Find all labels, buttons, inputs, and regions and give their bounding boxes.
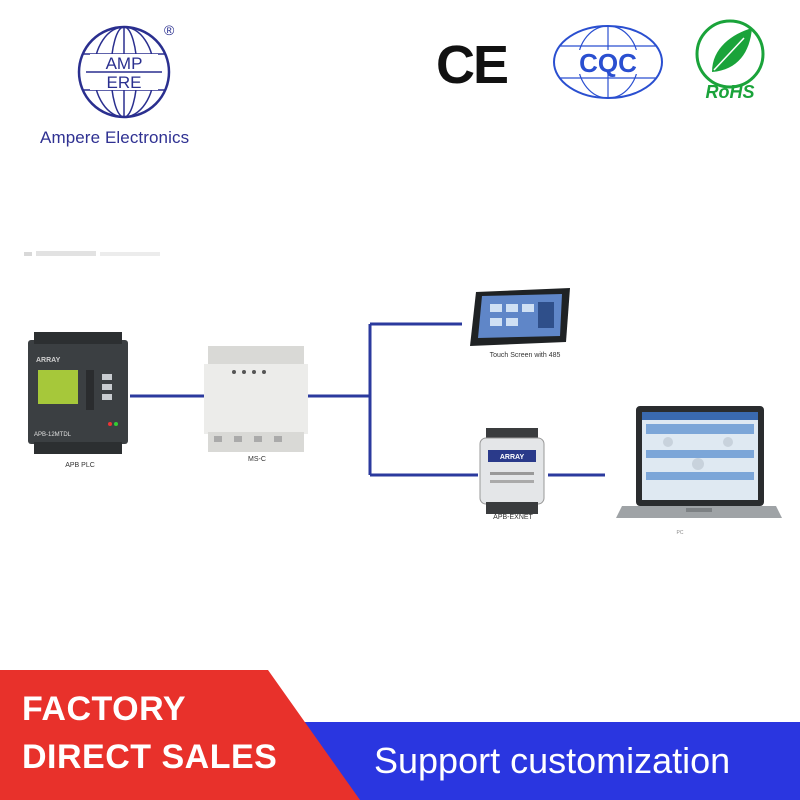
registered-mark: ® bbox=[164, 22, 175, 38]
cqc-text: CQC bbox=[579, 48, 637, 78]
apb-plc-device: ARRAY APB-12MTDL bbox=[28, 332, 128, 454]
logo-bottom-text: ERE bbox=[107, 73, 142, 92]
rohs-mark-icon: RoHS bbox=[695, 19, 765, 102]
touch-screen-caption: Touch Screen with 485 bbox=[489, 352, 561, 359]
apb-exnet-module: ARRAY bbox=[479, 428, 545, 514]
direct-sales-text: DIRECT SALES bbox=[22, 738, 278, 776]
ampere-logo-icon: AMP ERE bbox=[77, 25, 171, 119]
exnet-brand-text: ARRAY bbox=[500, 454, 525, 461]
msc-caption: MS-C bbox=[248, 456, 266, 463]
laptop-pc bbox=[616, 406, 782, 518]
logo-top-text: AMP bbox=[106, 54, 143, 73]
ms-c-module bbox=[204, 346, 308, 452]
exnet-caption: APB-EXNET bbox=[493, 514, 533, 521]
laptop-caption: PC bbox=[676, 530, 684, 536]
factory-text: FACTORY bbox=[22, 690, 187, 728]
ce-mark-icon: CE bbox=[436, 35, 509, 95]
support-customization-text: Support customization bbox=[374, 740, 731, 781]
touch-screen-device bbox=[470, 288, 570, 346]
rohs-text: RoHS bbox=[706, 82, 755, 102]
cqc-mark-icon: CQC bbox=[553, 25, 663, 99]
plc-model-text: APB-12MTDL bbox=[34, 432, 72, 438]
brand-name: Ampere Electronics bbox=[40, 128, 190, 147]
plc-brand-text: ARRAY bbox=[36, 357, 61, 364]
plc-caption: APB PLC bbox=[65, 462, 95, 469]
faint-text-remnant bbox=[24, 251, 160, 256]
